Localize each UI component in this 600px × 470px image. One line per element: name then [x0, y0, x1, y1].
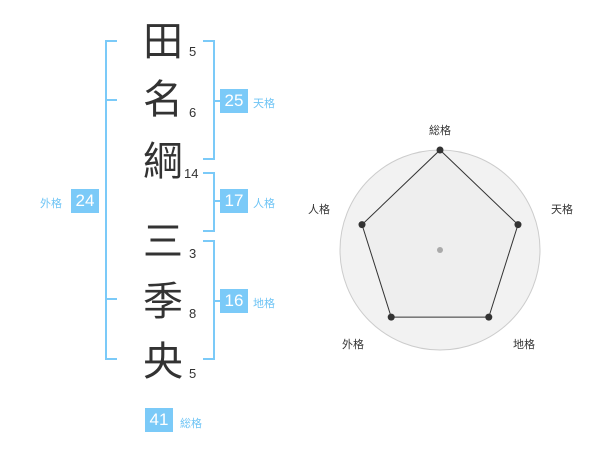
stroke-count-4: 3 — [189, 246, 197, 261]
jinkaku-connector — [213, 200, 221, 202]
chikaku-bracket-bottom — [203, 358, 215, 360]
stroke-count-3: 14 — [184, 166, 199, 181]
gaikaku-bracket-vertical — [105, 40, 107, 360]
jinkaku-badge: 17 — [220, 189, 248, 213]
jinkaku-bracket — [213, 172, 215, 232]
chikaku-badge: 16 — [220, 289, 248, 313]
radar-label-gaikaku: 外格 — [342, 338, 364, 351]
soukaku-badge: 41 — [145, 408, 173, 432]
tenkaku-bracket-top — [203, 40, 215, 42]
stroke-count-5: 8 — [189, 306, 197, 321]
tenkaku-label: 天格 — [253, 97, 275, 110]
name-char-2: 名 — [143, 77, 183, 123]
radar-point-5 — [358, 221, 366, 229]
gaikaku-bracket-top — [105, 40, 117, 42]
jinkaku-bracket-top — [203, 172, 215, 174]
jinkaku-label: 人格 — [253, 197, 275, 210]
stroke-count-1: 5 — [189, 44, 197, 59]
radar-label-soukaku: 総格 — [429, 124, 451, 137]
gaikaku-tick-mid1 — [105, 99, 117, 101]
radar-center-dot — [437, 247, 443, 253]
tenkaku-bracket-bottom — [203, 158, 215, 160]
soukaku-label: 総格 — [180, 417, 202, 430]
tenkaku-connector — [213, 100, 221, 102]
chikaku-bracket-top — [203, 240, 215, 242]
radar-label-chikaku: 地格 — [513, 338, 535, 351]
radar-point-2 — [514, 221, 522, 229]
name-char-4: 三 — [143, 219, 183, 265]
name-char-5: 季 — [143, 279, 183, 325]
gaikaku-tick-mid2 — [105, 298, 117, 300]
radar-point-3 — [485, 313, 493, 321]
stroke-count-6: 5 — [189, 366, 197, 381]
gaikaku-label: 外格 — [40, 197, 62, 210]
radar-label-jinkaku: 人格 — [308, 203, 330, 216]
chikaku-label: 地格 — [253, 297, 275, 310]
radar-point-1 — [436, 146, 444, 154]
radar-series-polygon — [361, 149, 519, 318]
tenkaku-badge: 25 — [220, 89, 248, 113]
stroke-count-2: 6 — [189, 105, 197, 120]
radar-label-tenkaku: 天格 — [551, 203, 573, 216]
jinkaku-bracket-bottom — [203, 230, 215, 232]
name-char-1: 田 — [143, 19, 183, 65]
name-char-6: 央 — [143, 339, 183, 385]
radar-point-4 — [387, 313, 395, 321]
gaikaku-bracket-bottom — [105, 358, 117, 360]
name-char-3: 綱 — [143, 139, 183, 185]
chikaku-connector — [213, 300, 221, 302]
gaikaku-badge: 24 — [71, 189, 99, 213]
